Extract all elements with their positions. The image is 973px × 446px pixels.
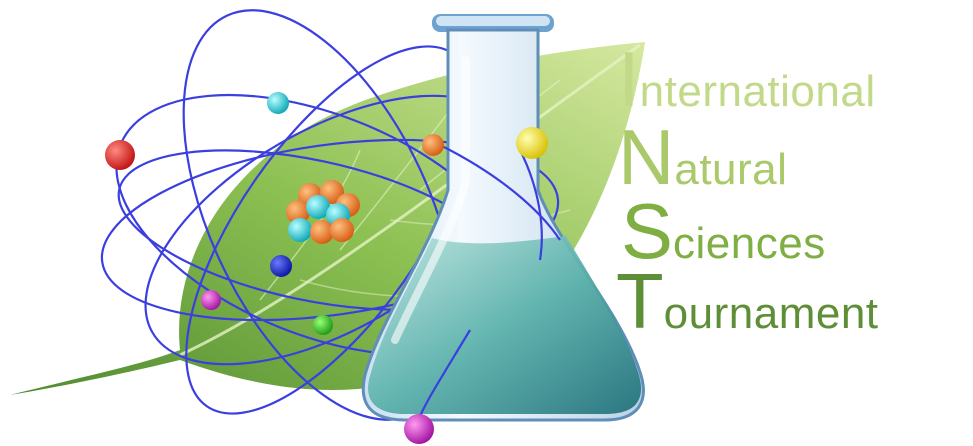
title-word: ciences <box>673 219 826 268</box>
electrons <box>105 92 548 444</box>
title-initial: S <box>621 187 674 275</box>
title-line-natural: Natural <box>618 118 787 196</box>
title-line-tournament: Tournament <box>616 262 879 340</box>
title-line-international: International <box>618 40 876 118</box>
title-initial: N <box>618 113 675 201</box>
title-word: atural <box>674 145 788 194</box>
title-initial: I <box>618 35 640 123</box>
title-line-sciences: Sciences <box>621 192 826 270</box>
title-word: nternational <box>639 67 876 116</box>
title-initial: T <box>616 257 664 345</box>
title-word: ournament <box>663 289 879 338</box>
nucleus-graphic <box>286 180 360 244</box>
flask-graphic <box>361 14 645 422</box>
